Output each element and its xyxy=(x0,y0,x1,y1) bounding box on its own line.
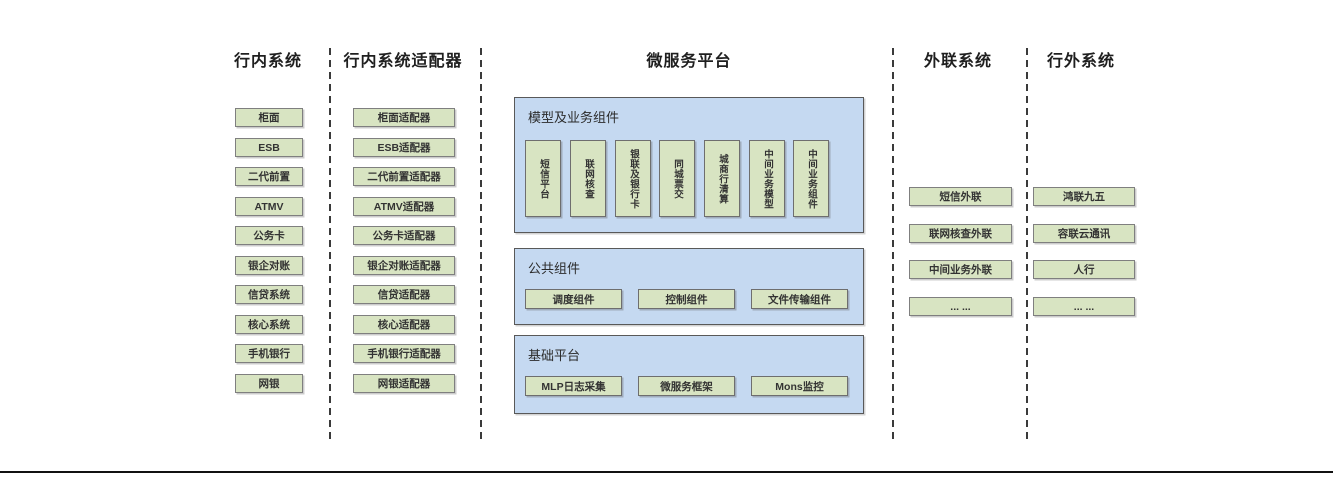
model-component-label: 中间业务模型 xyxy=(761,148,773,209)
inbank-system-box: 公务卡 xyxy=(235,226,303,245)
inbank-system-box: 手机银行 xyxy=(235,344,303,363)
panel-common-components: 公共组件 调度组件 控制组件 文件传输组件 xyxy=(514,248,864,325)
base-component-box: MLP日志采集 xyxy=(525,376,622,396)
external-link-box: 中间业务外联 xyxy=(909,260,1012,279)
adapter-box: ESB适配器 xyxy=(353,138,455,157)
adapter-box: 网银适配器 xyxy=(353,374,455,393)
model-component-box: 城商行清算 xyxy=(704,140,740,217)
panel-label: 公共组件 xyxy=(528,261,581,276)
column-separator xyxy=(329,48,331,443)
adapter-box: 信贷适配器 xyxy=(353,285,455,304)
outbank-system-box: 鸿联九五 xyxy=(1033,187,1135,206)
adapter-box: 银企对账适配器 xyxy=(353,256,455,275)
panel-label: 基础平台 xyxy=(528,348,581,363)
inbank-system-box: ATMV xyxy=(235,197,303,216)
outbank-system-box: 容联云通讯 xyxy=(1033,224,1135,243)
inbank-system-box: 二代前置 xyxy=(235,167,303,186)
base-component-box: 微服务框架 xyxy=(638,376,735,396)
inbank-system-box: 核心系统 xyxy=(235,315,303,334)
adapter-box: 二代前置适配器 xyxy=(353,167,455,186)
inbank-system-box: 信贷系统 xyxy=(235,285,303,304)
column-title-adapters: 行内系统适配器 xyxy=(343,53,463,70)
panel-label: 模型及业务组件 xyxy=(528,110,620,125)
inbank-system-box: 银企对账 xyxy=(235,256,303,275)
adapter-box: 手机银行适配器 xyxy=(353,344,455,363)
column-title-platform: 微服务平台 xyxy=(646,53,732,70)
model-component-label: 同城票交 xyxy=(671,158,683,199)
inbank-system-box: 柜面 xyxy=(235,108,303,127)
inbank-system-box: ESB xyxy=(235,138,303,157)
model-component-box: 中间业务模型 xyxy=(749,140,785,217)
panel-model-business-components: 模型及业务组件 短信平台 联网核查 银联及银行卡 同城票交 城商行清算 中间业务… xyxy=(514,97,864,233)
model-component-box: 银联及银行卡 xyxy=(615,140,651,217)
base-component-box: Mons监控 xyxy=(751,376,848,396)
common-component-box: 调度组件 xyxy=(525,289,622,309)
column-title-inbank: 行内系统 xyxy=(233,53,302,70)
external-link-box: 联网核查外联 xyxy=(909,224,1012,243)
model-component-box: 联网核查 xyxy=(570,140,606,217)
column-separator xyxy=(1026,48,1028,443)
adapter-box: 柜面适配器 xyxy=(353,108,455,127)
column-separator xyxy=(480,48,482,443)
model-component-box: 中间业务组件 xyxy=(793,140,829,217)
outbank-system-box: 人行 xyxy=(1033,260,1135,279)
model-component-label: 联网核查 xyxy=(582,158,594,199)
outbank-system-box: ... ... xyxy=(1033,297,1135,316)
model-component-box: 同城票交 xyxy=(659,140,695,217)
bottom-divider xyxy=(0,471,1333,473)
model-component-label: 银联及银行卡 xyxy=(627,148,639,209)
model-component-label: 城商行清算 xyxy=(716,153,728,204)
external-link-box: ... ... xyxy=(909,297,1012,316)
common-component-box: 控制组件 xyxy=(638,289,735,309)
inbank-system-box: 网银 xyxy=(235,374,303,393)
adapter-box: 公务卡适配器 xyxy=(353,226,455,245)
model-component-label: 短信平台 xyxy=(537,158,549,199)
adapter-box: 核心适配器 xyxy=(353,315,455,334)
panel-base-platform: 基础平台 MLP日志采集 微服务框架 Mons监控 xyxy=(514,335,864,414)
common-component-box: 文件传输组件 xyxy=(751,289,848,309)
column-title-outbank: 行外系统 xyxy=(1046,53,1115,70)
model-component-label: 中间业务组件 xyxy=(805,148,817,209)
adapter-box: ATMV适配器 xyxy=(353,197,455,216)
column-separator xyxy=(892,48,894,443)
model-component-box: 短信平台 xyxy=(525,140,561,217)
external-link-box: 短信外联 xyxy=(909,187,1012,206)
column-title-external-link: 外联系统 xyxy=(923,53,992,70)
